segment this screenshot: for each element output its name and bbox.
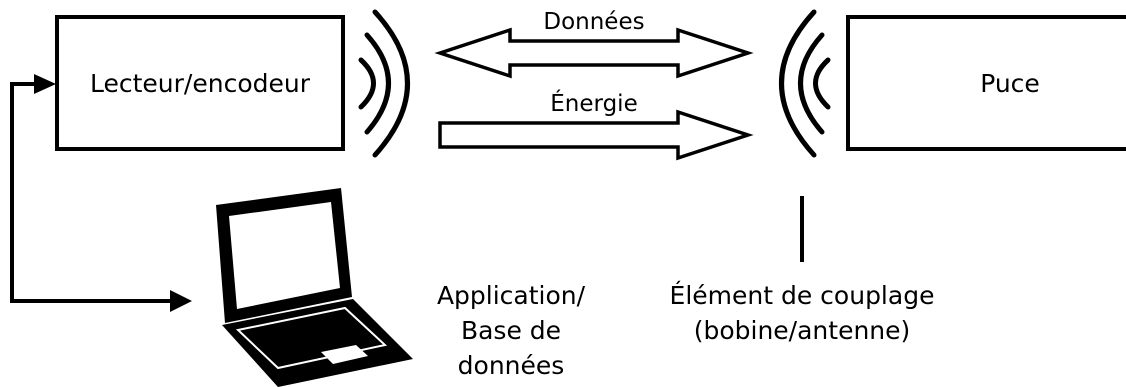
energy-arrow: Énergie [438, 89, 754, 161]
laptop-trackpad [321, 345, 368, 364]
chip-wave-large [779, 9, 817, 158]
reader-node: Lecteur/encodeur [55, 15, 345, 151]
chip-node: Puce [846, 15, 1126, 151]
laptop-screen-display [229, 202, 340, 309]
application-label-line2: Base de [461, 316, 561, 345]
coupling-label-line2: (bobine/antenne) [694, 316, 911, 345]
data-arrow: Données [434, 9, 754, 79]
reader-label: Lecteur/encodeur [90, 69, 311, 98]
laptop-keyboard [235, 306, 388, 370]
laptop-icon [216, 188, 413, 387]
chip-wave-small [813, 57, 831, 110]
reader-wave-small [358, 57, 376, 110]
wireless-waves-icon [358, 9, 410, 158]
wireless-waves-icon [779, 9, 831, 158]
chip-label: Puce [980, 69, 1040, 98]
application-label-line3: données [458, 351, 565, 380]
reader-box [55, 15, 345, 151]
reader-wave-medium [364, 32, 391, 135]
energy-arrow-shape [438, 109, 754, 161]
arrowhead-to-laptop [170, 290, 192, 312]
chip-wave-medium [798, 32, 825, 135]
reader-wave-large [372, 9, 410, 158]
arrowhead-to-reader [34, 74, 56, 94]
data-arrow-shape [434, 27, 754, 79]
connector-line [10, 74, 192, 312]
energy-label: Énergie [550, 89, 637, 117]
data-label: Données [543, 9, 644, 35]
application-label-line1: Application/ [437, 281, 586, 310]
connector-path [10, 82, 172, 303]
chip-box [846, 15, 1126, 151]
coupling-label-line1: Élément de couplage [670, 281, 935, 310]
